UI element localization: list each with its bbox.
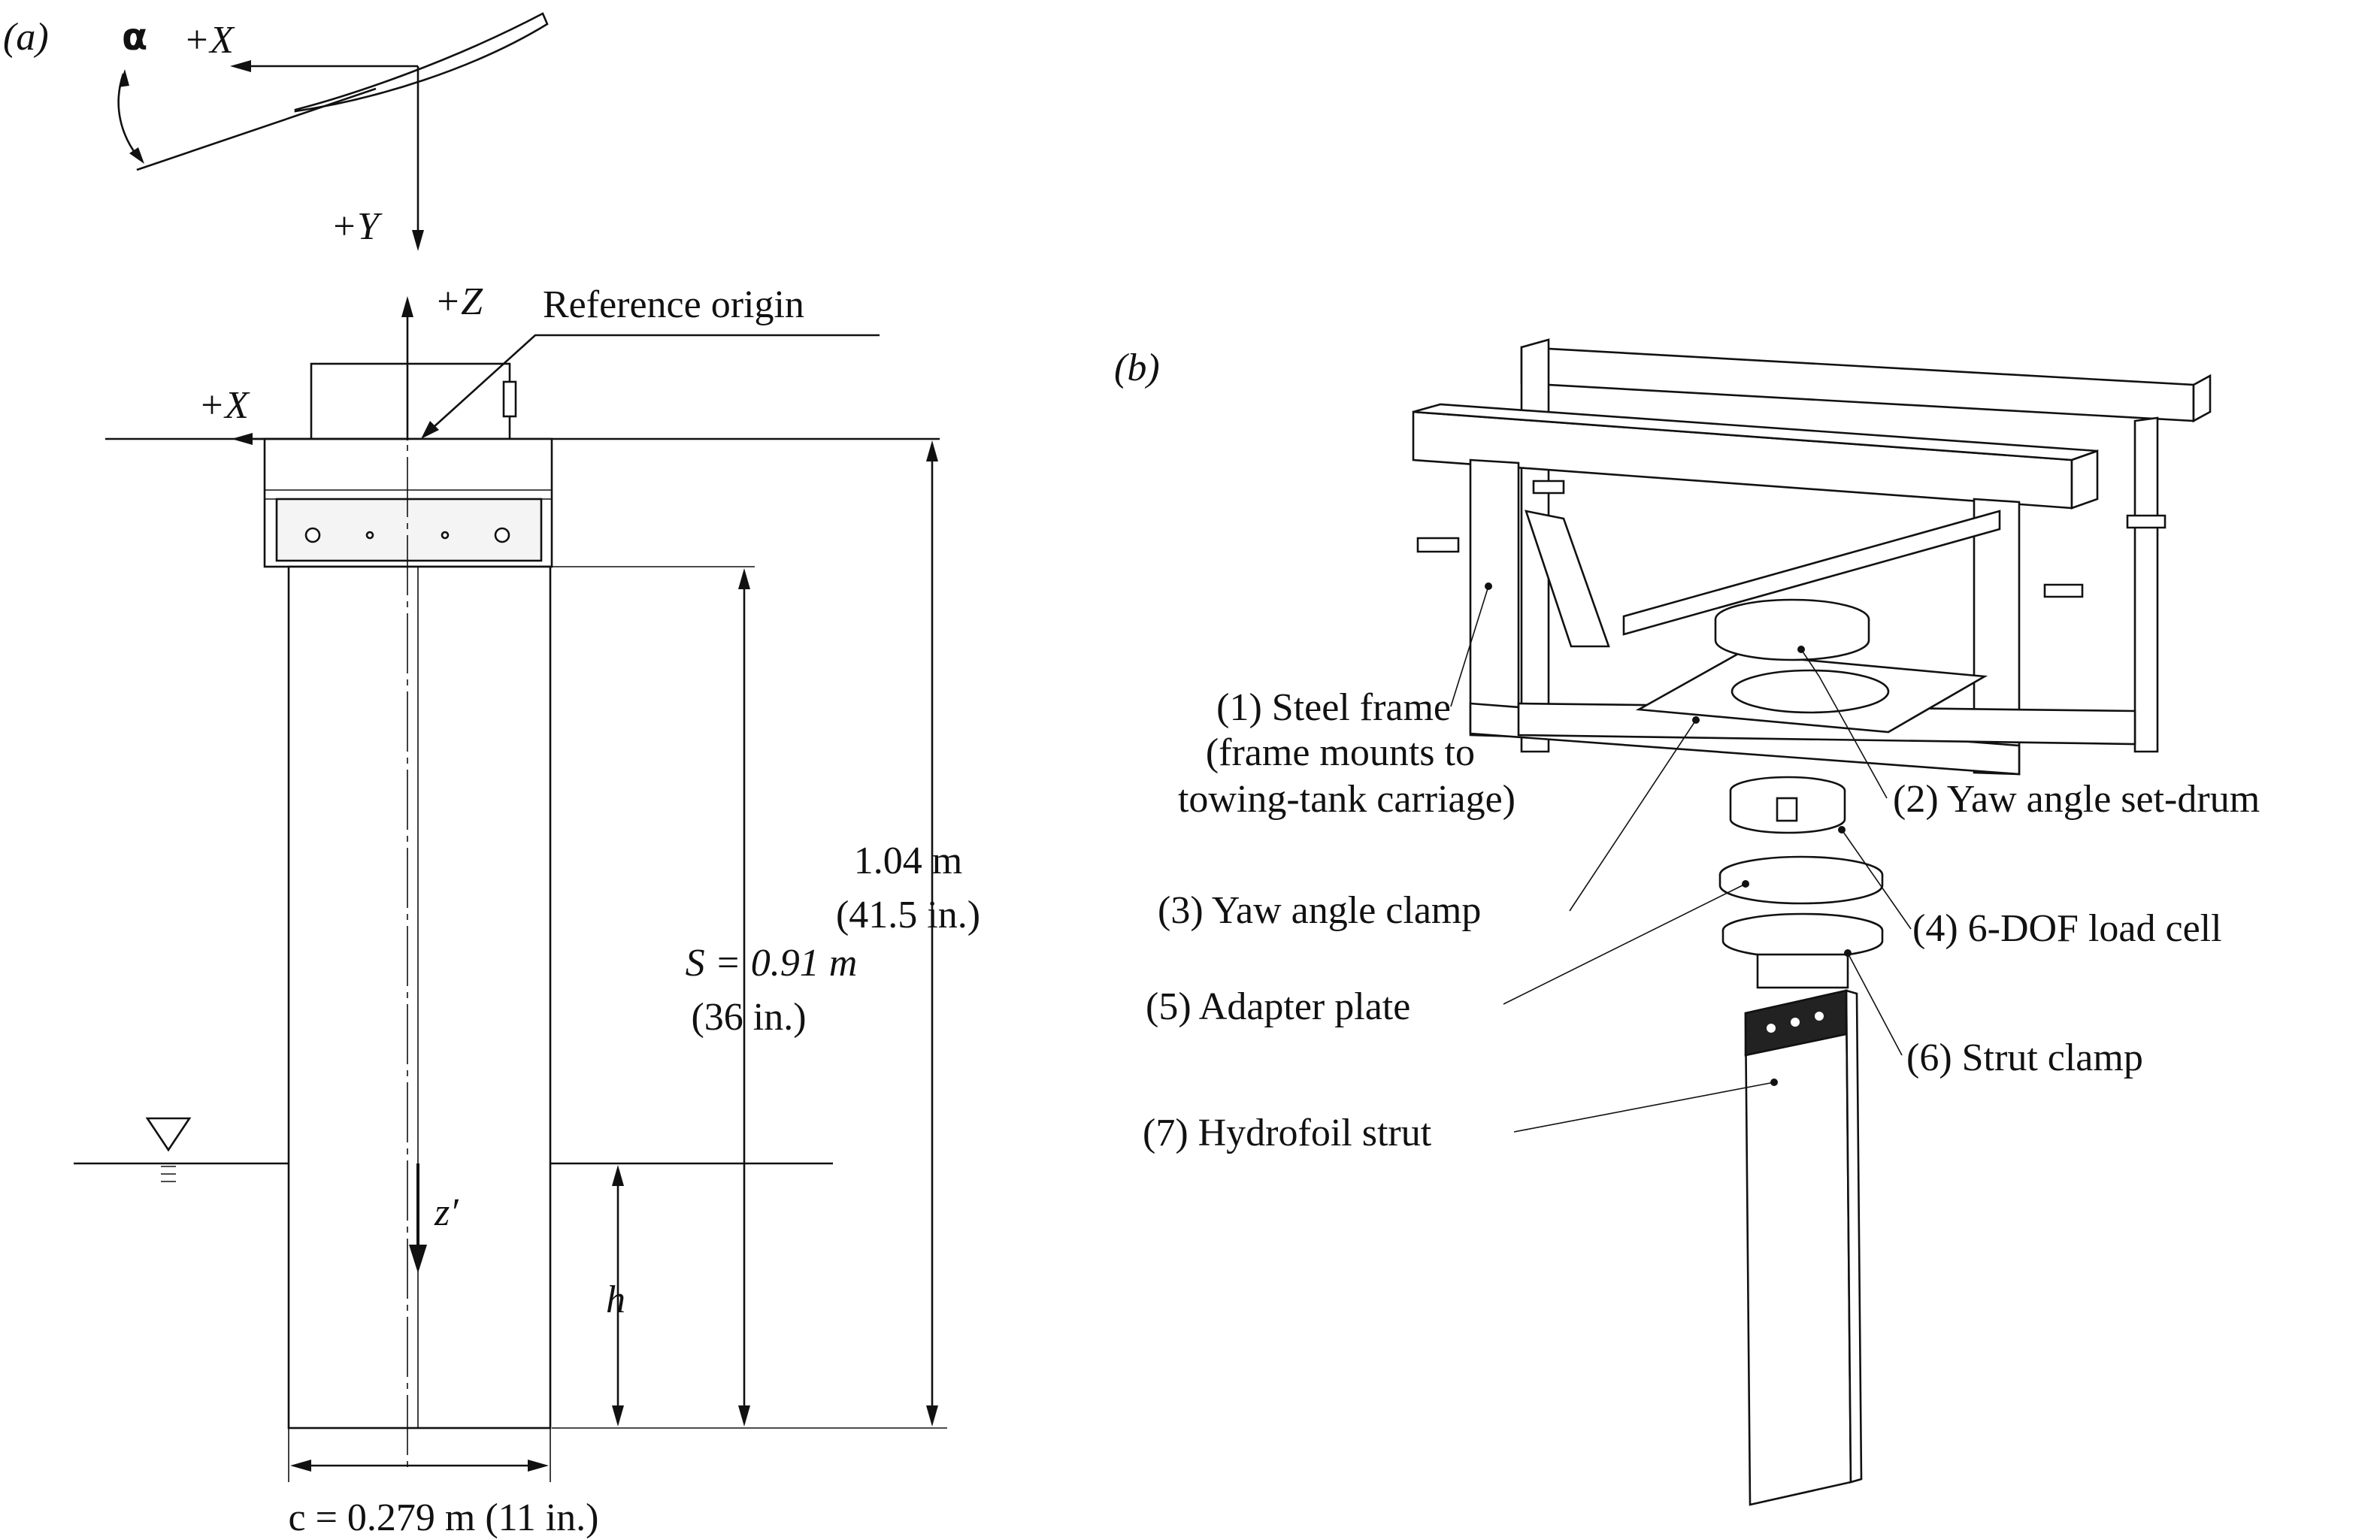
leader-lines <box>1450 582 1912 1133</box>
part-labels: (1) Steel frame (frame mounts to towing-… <box>1143 686 2260 1154</box>
strut-bolt-2 <box>1791 1018 1800 1027</box>
height-m-label: 1.04 m <box>854 840 962 882</box>
label-load-cell: (4) 6-DOF load cell <box>1912 907 2222 950</box>
label-strut-clamp: (6) Strut clamp <box>1906 1036 2143 1079</box>
adapter-plate-drawing <box>1718 855 1884 905</box>
hydrofoil-strut-side <box>287 565 552 1430</box>
label-hydrofoil-strut: (7) Hydrofoil strut <box>1143 1112 1432 1154</box>
adapter-plate-edge <box>1718 875 1884 905</box>
load-cell-block <box>310 362 511 440</box>
side-x-axis-arrowhead <box>232 433 253 445</box>
reference-origin-leader <box>425 334 880 435</box>
leader-dot-yaw-drum <box>1797 646 1805 653</box>
hydrofoil-strut-drawing <box>1744 989 1863 1506</box>
strut-bolt-1 <box>1767 1024 1776 1033</box>
strut-clamp-edge <box>1721 930 1884 959</box>
bolt-hole-1 <box>304 527 321 543</box>
load-cell-drawing <box>1729 776 1846 834</box>
steel-frame-drawing <box>1412 338 2212 776</box>
y-axis-arrowhead <box>412 230 424 251</box>
z-axis-arrowhead <box>401 296 413 317</box>
span-in-label: (36 in.) <box>691 996 806 1039</box>
height-arrow-top <box>926 440 938 461</box>
chord-arrow-right <box>528 1460 549 1472</box>
label-adapter-plate: (5) Adapter plate <box>1146 985 1410 1028</box>
panel-a-label: (a) <box>3 16 49 59</box>
span-arrow-bottom <box>738 1405 750 1427</box>
plus-z-label: +Z <box>435 280 483 323</box>
side-plus-x-label: +X <box>198 384 250 427</box>
height-in-label: (41.5 in.) <box>836 894 980 936</box>
bolt-hole-2 <box>365 531 374 540</box>
yaw-clamp-opening <box>1730 669 1890 714</box>
leader-strut-clamp <box>1847 952 1903 1056</box>
leader-adapter-plate <box>1503 883 1746 1005</box>
chord-line <box>136 87 377 171</box>
label-yaw-clamp: (3) Yaw angle clamp <box>1158 889 1481 932</box>
x-axis-arrowhead <box>230 60 251 72</box>
bolt-hole-3 <box>441 531 450 540</box>
mounting-tab-3 <box>2043 583 2084 598</box>
reference-origin-arrowhead <box>421 421 439 439</box>
set-drum-side <box>1714 619 1870 661</box>
leader-load-cell <box>1841 829 1912 930</box>
label-steel-frame-1: (1) Steel frame <box>1216 686 1451 729</box>
top-plus-y-label: +Y <box>331 205 383 248</box>
bolt-hole-4 <box>494 527 510 543</box>
span-arrow-top <box>738 568 750 589</box>
leader-steel-frame <box>1450 585 1489 707</box>
side-view-diagram: +Z +X Reference origin z′ h S = 0.91 <box>74 280 980 1539</box>
strut-clamp-body <box>1756 953 1849 989</box>
diagonal-brace <box>1622 510 2001 636</box>
strut-bolt-3 <box>1815 1012 1824 1021</box>
front-left-post <box>1469 458 1520 738</box>
panel-b: (b) <box>1114 338 2260 1506</box>
z-prime-label: z′ <box>434 1191 459 1234</box>
leader-dot-steel-frame <box>1485 582 1492 590</box>
height-arrow-bottom <box>926 1405 938 1427</box>
z-prime-arrowhead <box>409 1245 427 1273</box>
chord-arrow-left <box>290 1460 311 1472</box>
panel-b-label: (b) <box>1114 346 1160 389</box>
mounting-tab-2 <box>1532 480 1565 495</box>
h-arrow-top <box>612 1165 624 1186</box>
hydrofoil-section <box>294 12 549 113</box>
alpha-arrowhead-top <box>119 69 129 87</box>
rear-right-post <box>2133 416 2159 753</box>
alpha-arrowhead-bottom <box>129 147 144 164</box>
mounting-tab-4 <box>2126 514 2167 529</box>
strut-front-face <box>1744 989 1852 1506</box>
leader-dot-yaw-clamp <box>1692 716 1700 724</box>
reference-origin-label: Reference origin <box>543 283 804 326</box>
load-cell-connector <box>502 380 517 418</box>
alpha-label: α <box>122 15 147 59</box>
load-cell-connector-b <box>1776 797 1798 822</box>
label-steel-frame-2: (frame mounts to <box>1206 731 1475 774</box>
chord-label: c = 0.279 m (11 in.) <box>288 1496 598 1539</box>
h-arrow-bottom <box>612 1405 624 1427</box>
panel-a: (a) α +X +Y <box>3 12 980 1539</box>
strut-side-face <box>1845 989 1863 1484</box>
top-view-diagram: α +X +Y <box>117 12 549 251</box>
leader-dot-strut-clamp <box>1844 949 1852 957</box>
leader-dot-hydrofoil-strut <box>1770 1079 1778 1086</box>
h-label: h <box>606 1278 625 1321</box>
leader-dot-load-cell <box>1838 826 1846 834</box>
leader-hydrofoil-strut <box>1513 1082 1775 1133</box>
strut-clamp-drawing <box>1721 912 1884 989</box>
label-steel-frame-3: towing-tank carriage) <box>1178 778 1516 821</box>
rear-beam-end <box>2192 374 2212 423</box>
label-yaw-drum: (2) Yaw angle set-drum <box>1893 778 2260 821</box>
side-brace <box>1525 510 1610 648</box>
water-surface-symbol <box>145 1117 192 1152</box>
leader-yaw-drum <box>1800 649 1888 799</box>
rear-beam <box>1520 346 2195 422</box>
leader-dot-adapter-plate <box>1742 880 1749 888</box>
front-beam-end <box>2070 449 2099 510</box>
leader-yaw-clamp <box>1569 719 1697 912</box>
top-plus-x-label: +X <box>183 19 235 62</box>
mounting-tab-1 <box>1416 537 1460 553</box>
span-s-label: S = 0.91 m <box>686 942 858 985</box>
